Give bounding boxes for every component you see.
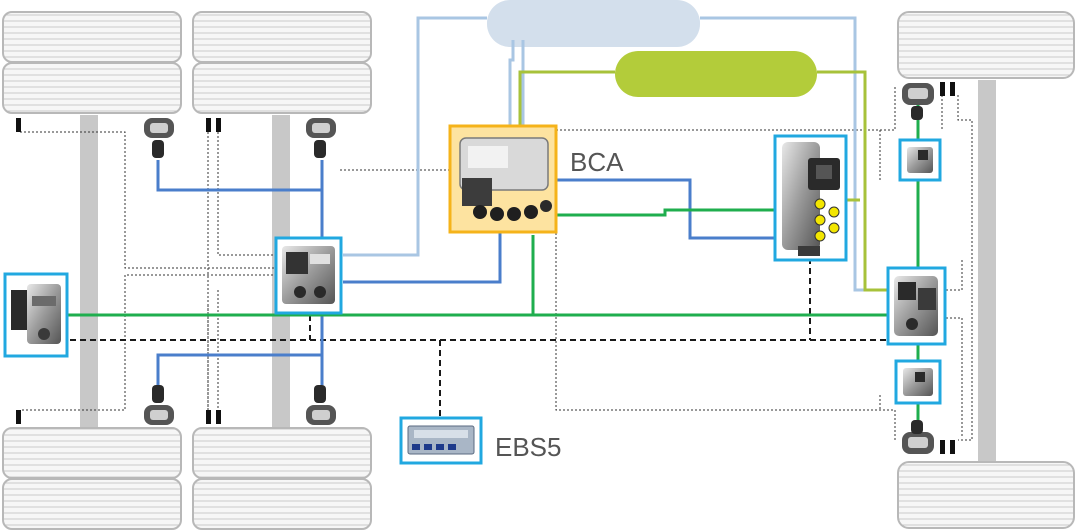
brake-chamber (306, 118, 336, 158)
tire (897, 11, 1075, 79)
abs-sensor (206, 410, 211, 424)
ebs5-control-unit (399, 416, 483, 465)
brake-chamber (902, 420, 934, 454)
tire (192, 427, 372, 479)
rear-abs-valve-top (898, 138, 942, 182)
abs-sensor (950, 440, 955, 454)
front-brake-chambers (144, 83, 934, 454)
ebs5-label: EBS5 (495, 432, 562, 462)
bca-unit (448, 124, 558, 234)
front-axle-modulator (274, 236, 343, 315)
abs-sensor (216, 118, 221, 132)
abs-sensor (206, 118, 211, 132)
abs-sensor (940, 82, 945, 96)
tire (192, 478, 372, 530)
brake-chamber (306, 385, 336, 425)
tire (192, 11, 372, 63)
abs-sensor (216, 410, 221, 424)
bca-label: BCA (570, 147, 624, 177)
trailer-control-valve (773, 134, 848, 262)
air-tank-olive (615, 51, 817, 97)
brake-chamber (144, 385, 174, 425)
tires (2, 11, 1075, 530)
abs-sensors (16, 82, 955, 454)
rear-relay-valve (886, 266, 947, 346)
brake-chamber (144, 118, 174, 158)
sensor-wires (19, 85, 973, 441)
left-axle-modulator (3, 272, 69, 358)
tire (2, 62, 182, 114)
tire (192, 62, 372, 114)
control-lines-green (66, 85, 920, 420)
tire (897, 461, 1075, 529)
brake-chamber (902, 83, 934, 120)
abs-sensor (950, 82, 955, 96)
abs-sensor (16, 118, 21, 132)
rear-abs-valve-bottom (894, 359, 942, 405)
tire (2, 427, 182, 479)
abs-sensor (940, 440, 945, 454)
tire (2, 11, 182, 63)
rear-axle (978, 80, 996, 470)
air-tank-lightblue (487, 0, 700, 47)
front-left-axle (80, 115, 98, 430)
abs-sensor (16, 410, 21, 424)
tire (2, 478, 182, 530)
